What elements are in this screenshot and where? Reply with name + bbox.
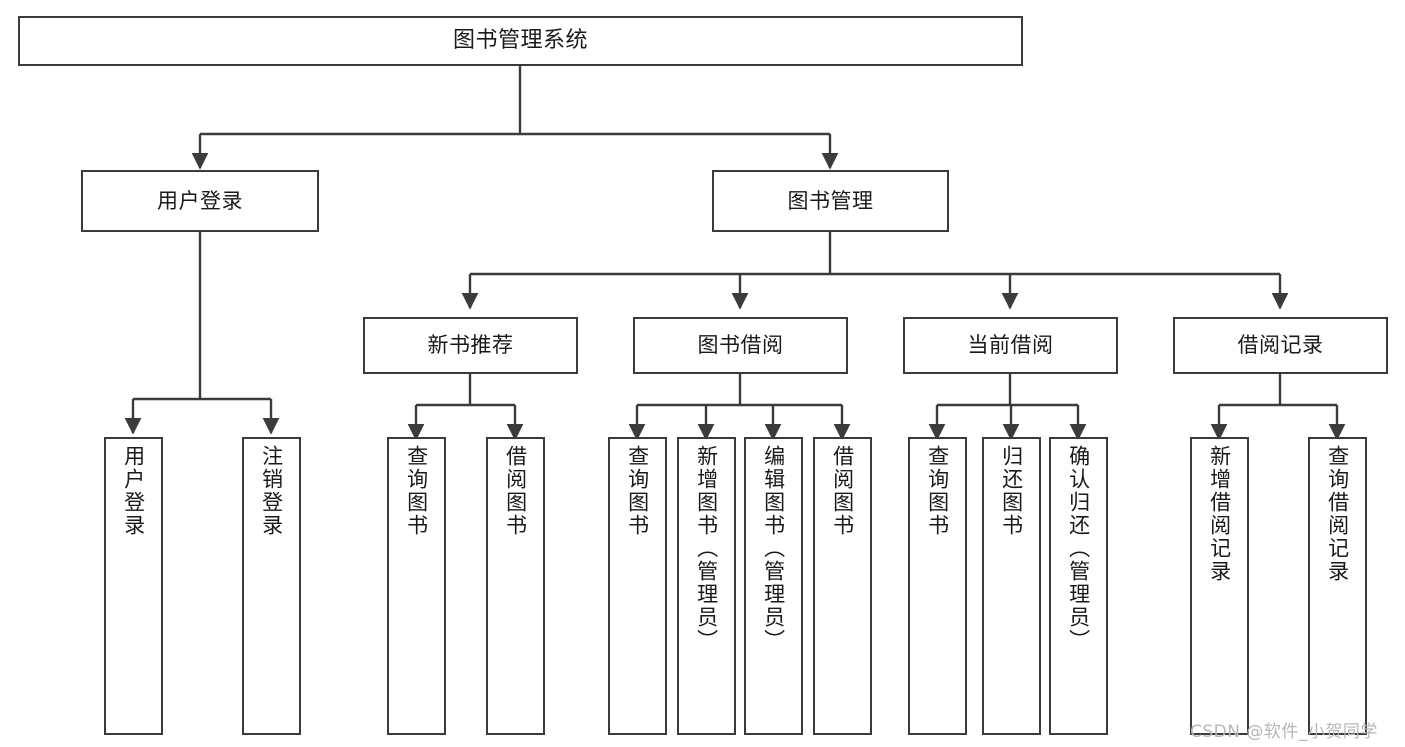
node-leaf-borrow-book[interactable]: 借阅图书 [813, 437, 872, 735]
node-current-borrow[interactable]: 当前借阅 [903, 317, 1118, 374]
node-label: 查询借阅记录 [1325, 445, 1350, 583]
node-label: 图书借阅 [697, 333, 784, 358]
node-leaf-return-book[interactable]: 归还图书 [982, 437, 1041, 735]
node-leaf-confirm-return[interactable]: 确认归还（管理员） [1049, 437, 1108, 735]
node-leaf-add-book[interactable]: 新增图书（管理员） [677, 437, 736, 735]
node-leaf-user-login[interactable]: 用户登录 [104, 437, 163, 735]
node-label: 当前借阅 [967, 333, 1054, 358]
node-leaf-logout[interactable]: 注销登录 [242, 437, 301, 735]
node-leaf-query-record[interactable]: 查询借阅记录 [1308, 437, 1367, 735]
node-label: 借阅记录 [1237, 333, 1324, 358]
node-label: 查询图书 [404, 445, 429, 537]
node-label: 新增借阅记录 [1207, 445, 1232, 583]
csdn-watermark: CSDN @软件_小贺同学 [1190, 722, 1378, 742]
node-label: 图书管理 [787, 188, 874, 213]
node-label: 确认归还（管理员） [1066, 445, 1091, 652]
node-label: 新增图书（管理员） [694, 445, 719, 652]
node-leaf-add-record[interactable]: 新增借阅记录 [1190, 437, 1249, 735]
node-leaf-borrow-book-rec[interactable]: 借阅图书 [486, 437, 545, 735]
node-label: 用户登录 [121, 445, 146, 537]
node-root-system[interactable]: 图书管理系统 [18, 16, 1023, 66]
node-borrow-record[interactable]: 借阅记录 [1173, 317, 1388, 374]
node-user-login[interactable]: 用户登录 [81, 170, 319, 232]
node-label: 借阅图书 [503, 445, 528, 537]
node-label: 编辑图书（管理员） [761, 445, 786, 652]
node-leaf-edit-book[interactable]: 编辑图书（管理员） [744, 437, 803, 735]
node-leaf-query-book-cur[interactable]: 查询图书 [908, 437, 967, 735]
node-new-book-rec[interactable]: 新书推荐 [363, 317, 578, 374]
node-leaf-query-book-rec[interactable]: 查询图书 [387, 437, 446, 735]
node-label: 新书推荐 [427, 333, 514, 358]
node-label: 查询图书 [925, 445, 950, 537]
node-label: 图书管理系统 [452, 28, 588, 54]
node-label: 注销登录 [259, 445, 284, 537]
node-label: 借阅图书 [830, 445, 855, 537]
node-leaf-query-book[interactable]: 查询图书 [608, 437, 667, 735]
node-book-borrow[interactable]: 图书借阅 [633, 317, 848, 374]
node-label: 查询图书 [625, 445, 650, 537]
node-label: 用户登录 [157, 188, 243, 213]
node-label: 归还图书 [999, 445, 1024, 537]
node-book-manage[interactable]: 图书管理 [712, 170, 949, 232]
